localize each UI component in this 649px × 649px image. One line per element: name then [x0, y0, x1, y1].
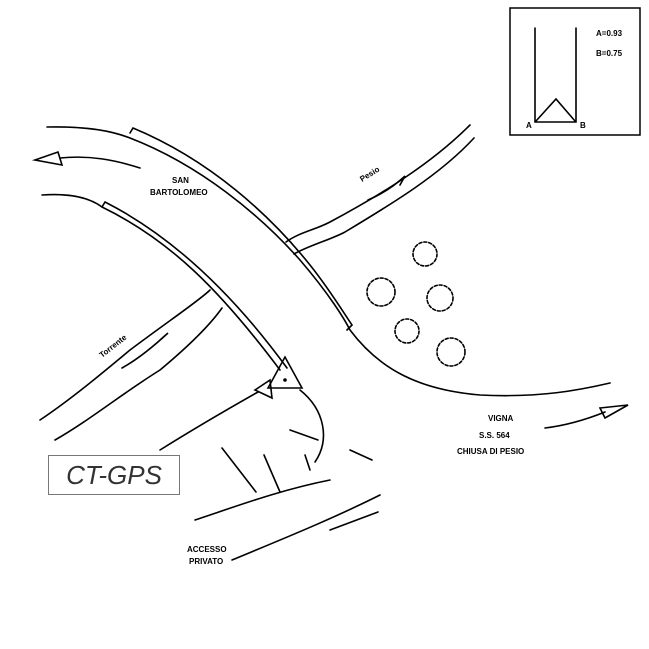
inset-point-a: A	[526, 121, 532, 130]
station-marker	[159, 355, 304, 451]
label-road-number: S.S. 564	[479, 431, 510, 440]
label-accesso: ACCESSO	[187, 545, 227, 554]
label-vigna: VIGNA	[488, 414, 514, 423]
inset-point-b: B	[580, 121, 586, 130]
trees	[366, 241, 466, 367]
access-road	[194, 389, 381, 561]
main-road	[31, 126, 629, 429]
pesio-river	[285, 124, 475, 255]
label-san: SAN	[172, 176, 189, 185]
label-privato: PRIVATO	[189, 557, 223, 566]
inset-a-value: A=0.93	[596, 29, 623, 38]
ct-gps-badge: CT-GPS	[48, 455, 180, 495]
label-pesio: Pesio	[358, 165, 381, 184]
station-inset: A=0.93 B=0.75 A B	[509, 7, 641, 136]
inset-b-value: B=0.75	[596, 49, 623, 58]
label-chiusa: CHIUSA DI PESIO	[457, 447, 524, 456]
torrente-river	[39, 289, 223, 441]
label-bartolomeo: BARTOLOMEO	[150, 188, 208, 197]
